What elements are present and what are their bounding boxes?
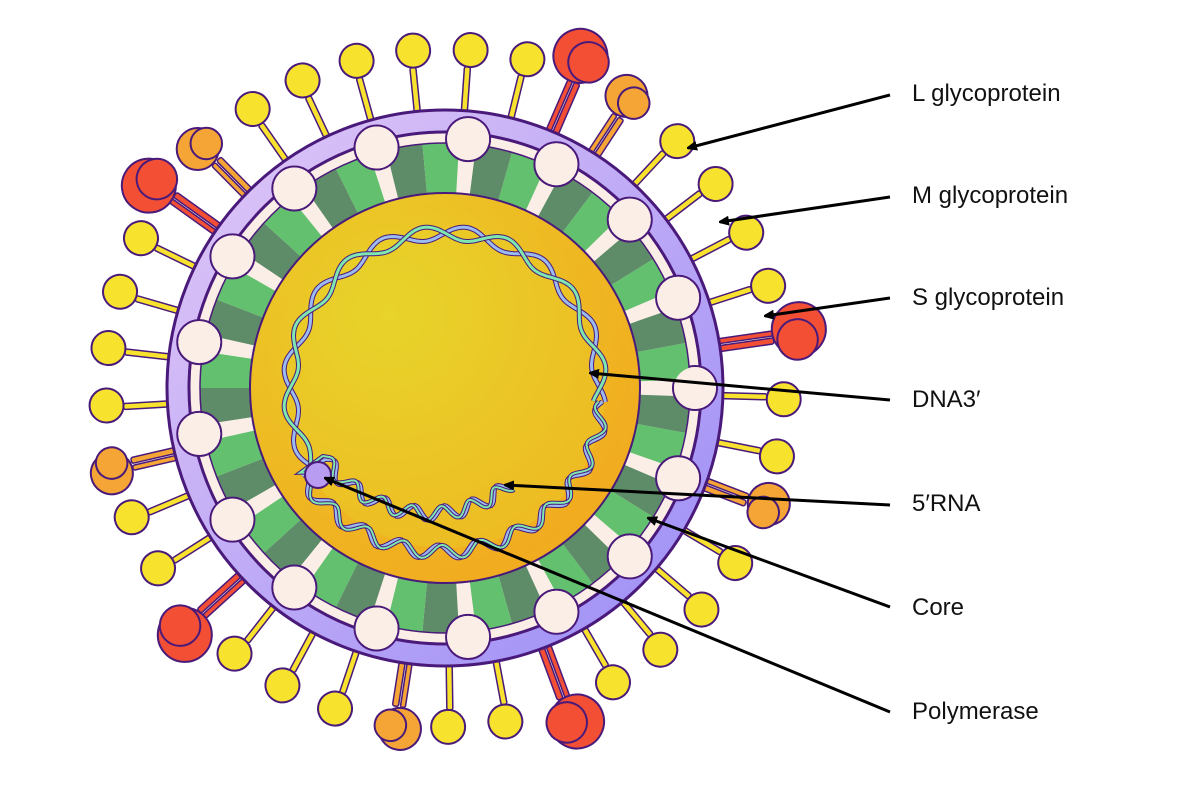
label-dna3: DNA3′ [912,386,981,413]
s-glycoprotein-spike [284,62,333,146]
m-glycoprotein-spike [373,653,422,751]
l-glycoprotein-spike [710,301,827,361]
m-glycoprotein-spike [89,445,185,496]
label-polymerase: Polymerase [912,698,1039,725]
s-glycoprotein-spike [317,642,362,727]
arrow-m [720,195,891,222]
s-glycoprotein-spike [648,561,720,628]
s-glycoprotein-spike [626,123,696,193]
s-glycoprotein-spike [430,657,467,745]
label-l-glycoprotein: L glycoprotein [912,80,1061,107]
s-glycoprotein-spike [102,273,187,316]
arrow-rna [505,485,891,507]
s-glycoprotein-spike [140,530,219,587]
arrow-dna [590,373,891,402]
l-glycoprotein-spike [120,157,228,239]
rna-strand [296,400,607,559]
s-glycoprotein-spike [338,42,377,129]
s-glycoprotein-spike [216,598,281,672]
m-glycoprotein-spike [175,126,258,203]
rna-strand [301,400,607,560]
label-rna5: 5′RNA [912,490,981,517]
s-glycoprotein-spike [657,165,734,227]
arrow-polymerase [325,476,891,714]
arrow-core [648,518,891,609]
l-glycoprotein-spike [535,637,606,750]
s-glycoprotein-spike [700,267,787,309]
s-glycoprotein-spike [682,214,765,266]
m-glycoprotein-spike [584,73,651,164]
s-glycoprotein-spike [264,624,320,704]
polymerase-sphere [304,461,332,489]
dna-strand [282,225,608,481]
s-glycoprotein-spike [395,32,432,121]
s-glycoprotein-spike [452,32,489,120]
s-glycoprotein-spike [505,41,546,127]
label-s-glycoprotein: S glycoprotein [912,284,1065,311]
arrow-s [765,296,891,316]
inner-disk [285,228,605,548]
glycoprotein-spikes [88,27,827,751]
s-glycoprotein-spike [90,330,178,367]
label-core: Core [912,594,965,621]
s-glycoprotein-spike [88,387,177,424]
l-glycoprotein-spike [543,27,610,142]
label-m-glycoprotein: M glycoprotein [912,182,1069,209]
l-glycoprotein-spike [156,567,252,663]
arrow-l [688,93,891,148]
m-glycoprotein-spike [695,475,791,530]
